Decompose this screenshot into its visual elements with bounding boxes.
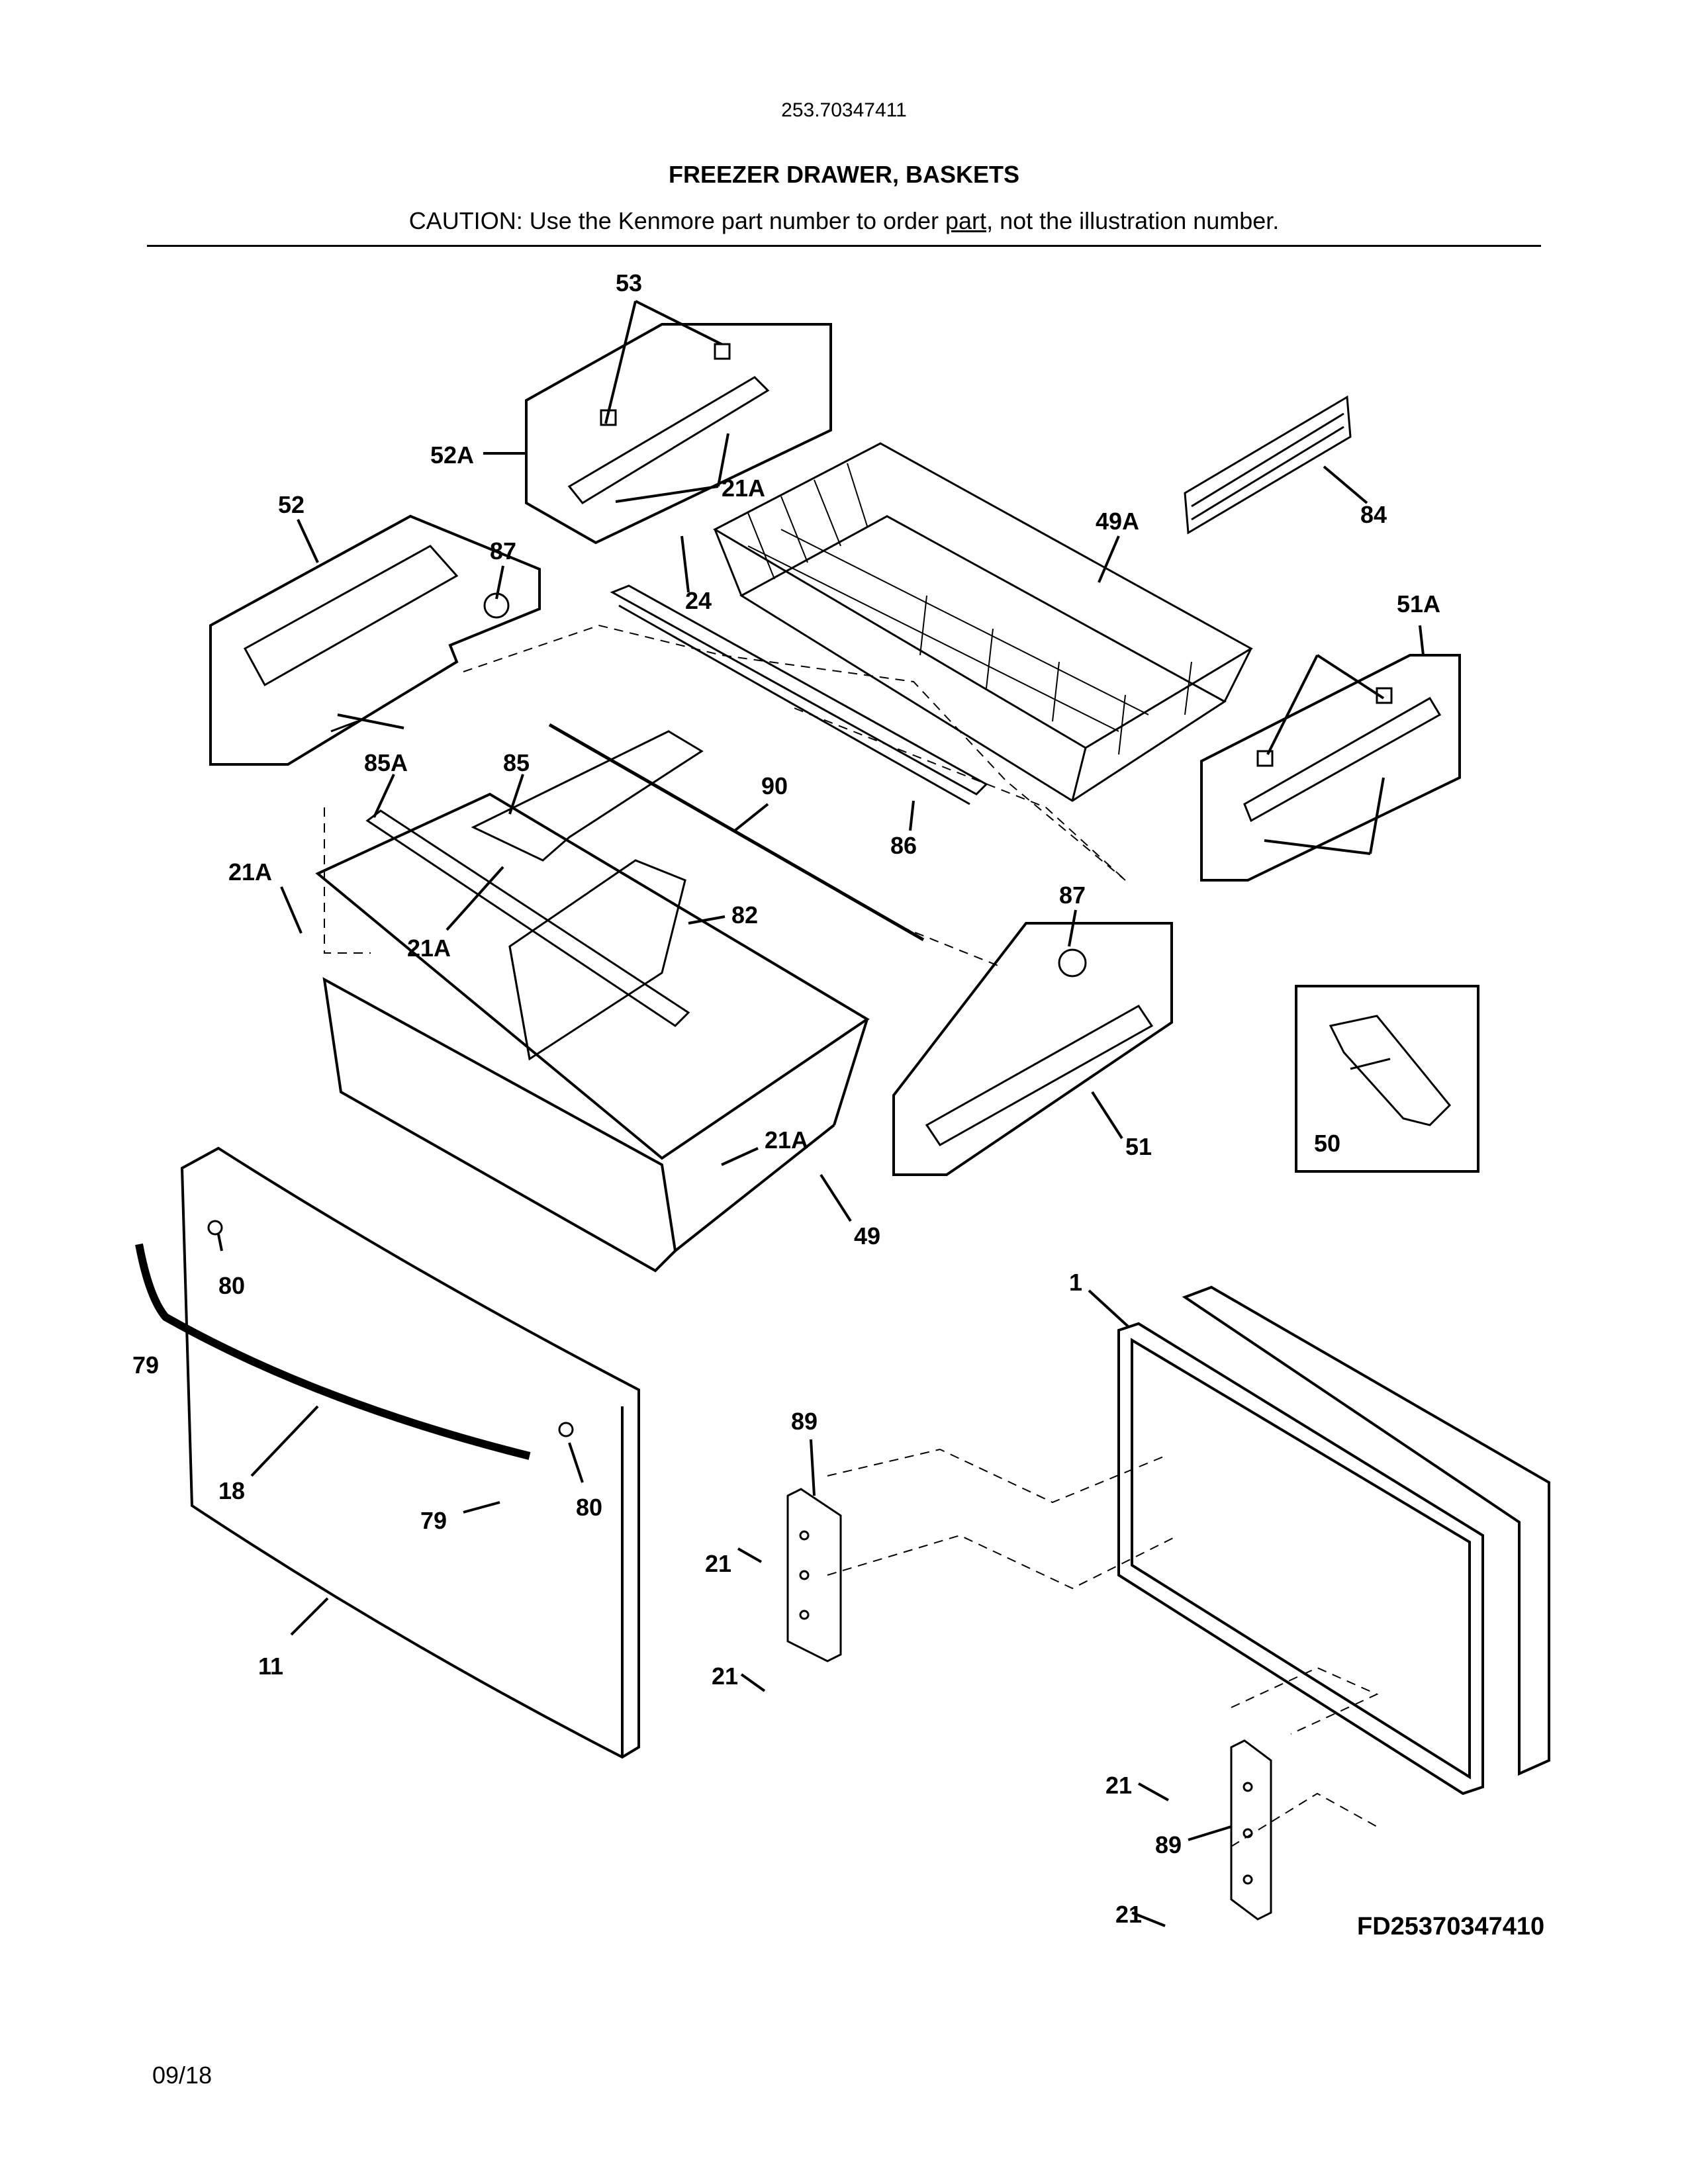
slide-rail-51a <box>1243 687 1442 823</box>
divider-84 <box>1184 395 1352 535</box>
callout-87-top: 87 <box>490 537 516 565</box>
basket-82 <box>508 859 686 1061</box>
handle-18 <box>135 1243 531 1460</box>
rod-90 <box>548 723 925 942</box>
callout-84: 84 <box>1360 501 1387 528</box>
clip-50 <box>1329 1015 1452 1126</box>
caution-text: CAUTION: Use the Kenmore part number to … <box>0 207 1688 235</box>
group-box-50 <box>1295 985 1479 1173</box>
callout-79-right: 79 <box>420 1507 447 1534</box>
group-box-51 <box>892 922 1173 1176</box>
drawer-front-11 <box>180 1146 640 1759</box>
callout-86: 86 <box>890 832 917 859</box>
callout-21a-right: 21A <box>765 1126 808 1154</box>
group-box-52a <box>525 323 832 545</box>
wire-basket-grid <box>747 463 1192 755</box>
callout-21a-top: 21A <box>722 475 765 502</box>
callout-24-right: 24 <box>685 587 712 614</box>
caution-suffix: , not the illustration number. <box>986 207 1280 234</box>
slide-rail-51 <box>925 948 1154 1146</box>
endcap-80-b <box>558 1422 574 1437</box>
callout-21-top: 21 <box>705 1550 731 1577</box>
page-title: FREEZER DRAWER, BASKETS <box>668 161 1020 188</box>
callout-79-left: 79 <box>132 1351 159 1379</box>
crossbar-85a <box>365 809 690 1027</box>
bracket-89-left <box>786 1488 842 1662</box>
callout-85: 85 <box>503 749 530 776</box>
endcap-80-a <box>207 1220 223 1236</box>
callout-85a: 85A <box>364 749 408 776</box>
dashed-guides <box>324 624 1379 1847</box>
callout-50: 50 <box>1314 1130 1340 1157</box>
rail-86 <box>610 584 988 805</box>
wire-basket-49a <box>712 442 1254 802</box>
callout-90: 90 <box>761 772 788 799</box>
callout-49: 49 <box>854 1222 880 1250</box>
callout-52a: 52A <box>430 441 474 469</box>
gasket-frame-1 <box>1117 1285 1550 1796</box>
callout-82: 82 <box>731 901 758 929</box>
group-box-52 <box>209 514 541 766</box>
bracket-89-right <box>1230 1739 1272 1921</box>
model-number: 253.70347411 <box>781 99 907 121</box>
caution-underlined: part <box>945 207 987 234</box>
callout-labels: 53 52A 21A 52 87 24 49A 84 51A 85A 85 90… <box>132 269 1440 1928</box>
callout-11: 11 <box>258 1653 283 1680</box>
leader-lines <box>217 300 1425 1927</box>
group-box-51a <box>1200 654 1461 882</box>
revision-date: 09/18 <box>152 2062 212 2089</box>
callout-21a-mid: 21A <box>407 934 451 962</box>
callout-52: 52 <box>278 491 305 518</box>
callout-87-mid: 87 <box>1059 882 1086 909</box>
callout-80-left: 80 <box>218 1272 245 1299</box>
diagram-code: FD25370347410 <box>1357 1913 1545 1940</box>
callout-89-top: 89 <box>791 1408 818 1435</box>
callout-51a: 51A <box>1397 590 1440 617</box>
callout-80-right: 80 <box>576 1494 602 1521</box>
callout-51: 51 <box>1125 1133 1152 1160</box>
callout-89-bottom: 89 <box>1155 1831 1182 1858</box>
callout-21-right-bottom: 21 <box>1115 1901 1142 1928</box>
callout-53-top: 53 <box>616 269 642 296</box>
callout-1: 1 <box>1069 1269 1082 1296</box>
callout-21-right-top: 21 <box>1105 1772 1132 1799</box>
callout-18: 18 <box>218 1477 245 1504</box>
header-divider <box>147 245 1541 247</box>
drawer-bin-49 <box>315 792 870 1273</box>
caution-prefix: CAUTION: Use the Kenmore part number to … <box>408 207 946 234</box>
callout-21-mid: 21 <box>712 1662 738 1690</box>
callout-49a: 49A <box>1096 508 1139 535</box>
bracket-85 <box>471 730 704 862</box>
callout-21a-left: 21A <box>228 858 272 886</box>
